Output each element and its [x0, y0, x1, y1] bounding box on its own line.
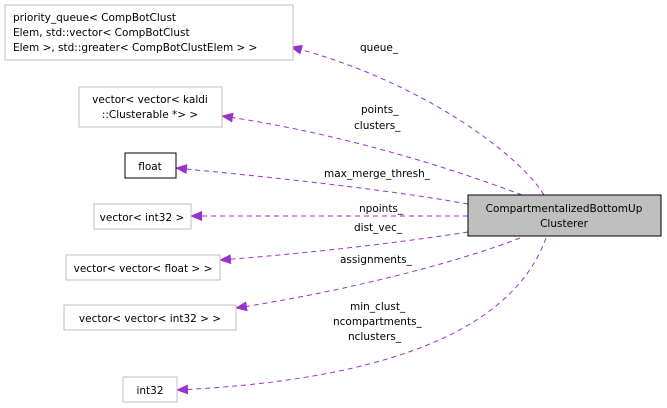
edge-label-clusters: clusters_ [354, 120, 401, 132]
node-float[interactable]: float [124, 152, 177, 179]
edge-label-npoints: npoints_ [359, 203, 404, 215]
edge-label-ncompartments: ncompartments_ [333, 316, 423, 328]
edge-points-clusters: points_ clusters_ [221, 104, 523, 196]
node-vector-vector-clusterable-line-2: ::Clusterable *> > [102, 109, 198, 121]
node-vector-vector-int32-line-1: vector< vector< int32 > > [79, 313, 221, 325]
node-vector-vector-clusterable-box[interactable] [78, 86, 223, 128]
edge-npoints: npoints_ [190, 203, 468, 221]
node-priority-queue-line-1: priority_queue< CompBotClust [13, 12, 176, 24]
edge-counts-line [176, 237, 547, 395]
edge-queue-line [290, 44, 545, 196]
node-vector-vector-int32[interactable]: vector< vector< int32 > > [63, 304, 237, 331]
edge-label-dist-vec: dist_vec_ [354, 222, 403, 234]
node-vector-vector-float[interactable]: vector< vector< float > > [65, 254, 221, 281]
edge-label-min-clust: min_clust_ [350, 301, 406, 313]
node-float-line-1: float [138, 161, 162, 173]
node-target[interactable]: CompartmentalizedBottomUp Clusterer [467, 194, 662, 237]
node-target-line-2: Clusterer [540, 218, 588, 230]
node-priority-queue[interactable]: priority_queue< CompBotClust Elem, std::… [4, 4, 294, 61]
edge-max-merge-thresh-line [175, 164, 469, 205]
node-priority-queue-line-3: Elem >, std::greater< CompBotClustElem >… [13, 42, 257, 54]
edge-counts: min_clust_ ncompartments_ nclusters_ [176, 237, 547, 395]
node-vector-vector-float-box[interactable] [65, 254, 221, 281]
node-priority-queue-line-2: Elem, std::vector< CompBotClust [13, 27, 190, 39]
edge-assignments-line [235, 237, 521, 312]
edge-queue: queue_ [290, 42, 545, 196]
edges-layer: queue_ points_ clusters_ max_merge_thres… [175, 42, 547, 395]
nodes-layer: CompartmentalizedBottomUp Clusterer prio… [4, 4, 662, 403]
node-int32-box[interactable] [122, 376, 178, 403]
edge-points-clusters-line [221, 112, 523, 196]
node-vector-vector-clusterable-line-1: vector< vector< kaldi [92, 94, 208, 106]
edge-dist-vec: dist_vec_ [219, 222, 469, 265]
edge-label-max-merge-thresh: max_merge_thresh_ [324, 168, 431, 180]
edge-dist-vec-line [219, 231, 469, 265]
node-int32-line-1: int32 [136, 385, 163, 397]
node-vector-int32[interactable]: vector< int32 > [93, 203, 192, 230]
node-vector-vector-clusterable[interactable]: vector< vector< kaldi ::Clusterable *> > [78, 86, 223, 128]
node-target-box[interactable] [467, 194, 662, 237]
edge-label-points: points_ [361, 104, 399, 116]
node-priority-queue-box[interactable] [4, 4, 294, 61]
edge-label-queue: queue_ [360, 42, 399, 54]
node-vector-vector-float-line-1: vector< vector< float > > [74, 263, 213, 275]
edge-assignments: assignments_ [235, 237, 521, 312]
edge-label-nclusters: nclusters_ [348, 331, 402, 343]
edge-label-assignments: assignments_ [340, 254, 413, 266]
node-vector-vector-int32-box[interactable] [63, 304, 237, 331]
node-vector-int32-line-1: vector< int32 > [100, 212, 185, 224]
node-int32[interactable]: int32 [122, 376, 178, 403]
node-float-box[interactable] [124, 152, 177, 179]
edge-max-merge-thresh: max_merge_thresh_ [175, 164, 469, 205]
node-target-line-1: CompartmentalizedBottomUp [486, 203, 643, 215]
node-vector-int32-box[interactable] [93, 203, 192, 230]
